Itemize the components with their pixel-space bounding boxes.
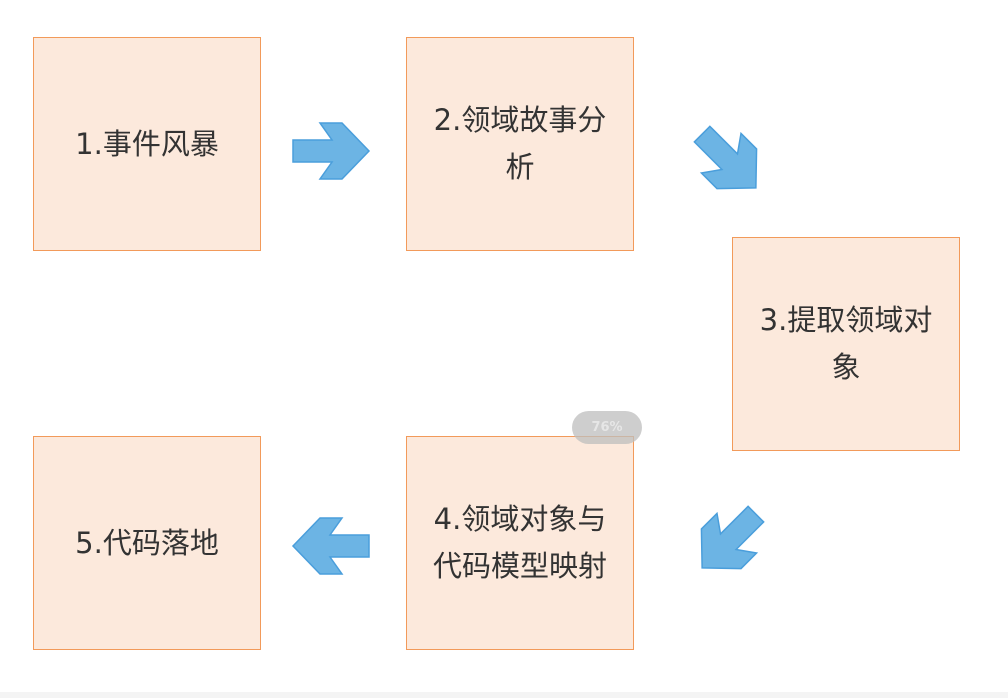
- step-1-label: 1.事件风暴: [75, 126, 219, 161]
- step-2-box: 2.领域故事分析: [406, 37, 634, 251]
- arrow-down-left-icon: [681, 493, 777, 589]
- step-2-label: 2.领域故事分析: [433, 103, 607, 184]
- step-4-label: 4.领域对象与代码模型映射: [432, 502, 607, 583]
- step-1-box: 1.事件风暴: [33, 37, 261, 251]
- step-5-label: 5.代码落地: [75, 525, 219, 560]
- arrow-down-right-icon: [681, 113, 777, 209]
- step-5-box: 5.代码落地: [33, 436, 261, 650]
- arrow-right-icon: [292, 122, 371, 180]
- zoom-level-badge: 76%: [572, 411, 642, 444]
- step-3-label: 3.提取领域对象: [759, 303, 933, 384]
- bottom-divider: [0, 692, 1008, 698]
- step-3-box: 3.提取领域对象: [732, 237, 960, 451]
- arrow-left-icon: [291, 517, 370, 575]
- step-4-box: 4.领域对象与代码模型映射: [406, 436, 634, 650]
